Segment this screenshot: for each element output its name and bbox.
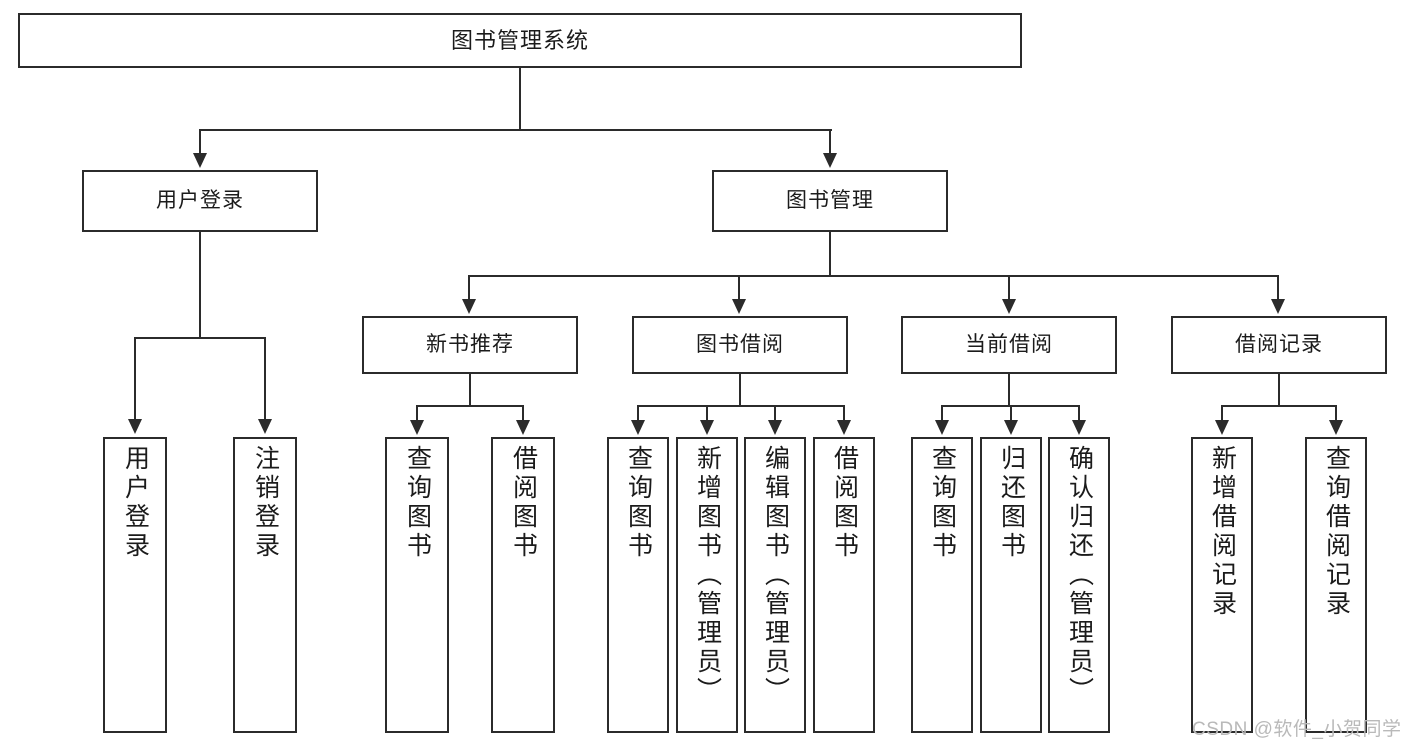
connector-user-login-stem bbox=[199, 232, 201, 338]
connector-current-borrow-child-3 bbox=[1078, 405, 1080, 422]
node-leaf-edit-book-label: 编辑图书（管理员） bbox=[761, 445, 790, 706]
arrowhead-leaf-borrow-book-2 bbox=[837, 420, 851, 435]
connector-book-borrow-stem bbox=[739, 374, 741, 406]
arrowhead-leaf-query-book-1 bbox=[410, 420, 424, 435]
connector-borrow-record-bus bbox=[1221, 405, 1337, 407]
arrowhead-leaf-borrow-book-1 bbox=[516, 420, 530, 435]
node-leaf-confirm-return[interactable]: 确认归还（管理员） bbox=[1048, 437, 1110, 733]
connector-book-borrow-child-2 bbox=[706, 405, 708, 422]
node-user-login[interactable]: 用户登录 bbox=[82, 170, 318, 232]
node-leaf-query-book-3-label: 查询图书 bbox=[928, 445, 957, 561]
node-borrow-record-label: 借阅记录 bbox=[1235, 332, 1323, 356]
connector-book-borrow-child-1 bbox=[637, 405, 639, 422]
arrowhead-leaf-return-book bbox=[1004, 420, 1018, 435]
node-current-borrow-label: 当前借阅 bbox=[965, 332, 1053, 356]
connector-new-book-recommend-child-2 bbox=[522, 405, 524, 422]
node-leaf-confirm-return-label: 确认归还（管理员） bbox=[1065, 445, 1094, 706]
node-leaf-user-login[interactable]: 用户登录 bbox=[103, 437, 167, 733]
node-leaf-logout-label: 注销登录 bbox=[251, 445, 280, 561]
arrowhead-new-book-recommend bbox=[462, 299, 476, 314]
arrowhead-leaf-add-record bbox=[1215, 420, 1229, 435]
node-leaf-query-book-1[interactable]: 查询图书 bbox=[385, 437, 449, 733]
connector-new-book-recommend-child-1 bbox=[416, 405, 418, 422]
node-leaf-return-book-label: 归还图书 bbox=[997, 445, 1026, 561]
node-root-label: 图书管理系统 bbox=[450, 27, 589, 53]
node-leaf-query-book-2-label: 查询图书 bbox=[624, 445, 653, 561]
connector-user-login-child-1 bbox=[134, 337, 136, 421]
arrowhead-borrow-record bbox=[1271, 299, 1285, 314]
node-leaf-edit-book[interactable]: 编辑图书（管理员） bbox=[744, 437, 806, 733]
node-borrow-record[interactable]: 借阅记录 bbox=[1171, 316, 1387, 374]
node-user-login-label: 用户登录 bbox=[156, 188, 244, 212]
connector-borrow-record-child-2 bbox=[1335, 405, 1337, 422]
node-book-manage-label: 图书管理 bbox=[786, 188, 874, 212]
connector-current-borrow-child-2 bbox=[1010, 405, 1012, 422]
connector-book-manage-child-1 bbox=[468, 275, 470, 302]
arrowhead-leaf-add-book bbox=[700, 420, 714, 435]
connector-root-stem bbox=[519, 68, 521, 130]
node-leaf-borrow-book-1[interactable]: 借阅图书 bbox=[491, 437, 555, 733]
node-leaf-query-record[interactable]: 查询借阅记录 bbox=[1305, 437, 1367, 733]
node-book-borrow-label: 图书借阅 bbox=[696, 332, 784, 356]
arrowhead-leaf-user-login bbox=[128, 419, 142, 434]
arrowhead-leaf-confirm-return bbox=[1072, 420, 1086, 435]
node-leaf-query-book-2[interactable]: 查询图书 bbox=[607, 437, 669, 733]
arrowhead-leaf-query-record bbox=[1329, 420, 1343, 435]
connector-borrow-record-child-1 bbox=[1221, 405, 1223, 422]
connector-borrow-record-stem bbox=[1278, 374, 1280, 406]
node-root[interactable]: 图书管理系统 bbox=[18, 13, 1022, 68]
connector-book-manage-child-2 bbox=[738, 275, 740, 302]
arrowhead-book-manage bbox=[823, 153, 837, 168]
connector-root-bus bbox=[199, 129, 832, 131]
connector-root-to-book-manage bbox=[829, 129, 831, 156]
node-leaf-query-record-label: 查询借阅记录 bbox=[1322, 445, 1351, 619]
arrowhead-book-borrow bbox=[732, 299, 746, 314]
connector-book-borrow-bus bbox=[637, 405, 845, 407]
connector-book-borrow-child-3 bbox=[774, 405, 776, 422]
connector-current-borrow-child-1 bbox=[941, 405, 943, 422]
node-leaf-return-book[interactable]: 归还图书 bbox=[980, 437, 1042, 733]
node-leaf-borrow-book-2-label: 借阅图书 bbox=[830, 445, 859, 561]
node-leaf-user-login-label: 用户登录 bbox=[121, 445, 150, 561]
node-leaf-borrow-book-1-label: 借阅图书 bbox=[509, 445, 538, 561]
node-new-book-recommend[interactable]: 新书推荐 bbox=[362, 316, 578, 374]
connector-book-manage-child-4 bbox=[1277, 275, 1279, 302]
connector-user-login-child-2 bbox=[264, 337, 266, 421]
node-book-borrow[interactable]: 图书借阅 bbox=[632, 316, 848, 374]
connector-book-manage-bus bbox=[468, 275, 1278, 277]
node-leaf-add-book[interactable]: 新增图书（管理员） bbox=[676, 437, 738, 733]
arrowhead-current-borrow bbox=[1002, 299, 1016, 314]
node-leaf-add-book-label: 新增图书（管理员） bbox=[693, 445, 722, 706]
connector-root-to-user-login bbox=[199, 129, 201, 156]
node-leaf-add-record[interactable]: 新增借阅记录 bbox=[1191, 437, 1253, 733]
node-book-manage[interactable]: 图书管理 bbox=[712, 170, 948, 232]
arrowhead-leaf-query-book-3 bbox=[935, 420, 949, 435]
connector-new-book-recommend-bus bbox=[416, 405, 524, 407]
node-new-book-recommend-label: 新书推荐 bbox=[426, 332, 514, 356]
connector-book-manage-child-3 bbox=[1008, 275, 1010, 302]
connector-book-manage-stem bbox=[829, 232, 831, 276]
node-leaf-query-book-3[interactable]: 查询图书 bbox=[911, 437, 973, 733]
connector-current-borrow-stem bbox=[1008, 374, 1010, 406]
connector-new-book-recommend-stem bbox=[469, 374, 471, 406]
node-current-borrow[interactable]: 当前借阅 bbox=[901, 316, 1117, 374]
connector-book-borrow-child-4 bbox=[843, 405, 845, 422]
arrowhead-leaf-logout bbox=[258, 419, 272, 434]
node-leaf-query-book-1-label: 查询图书 bbox=[403, 445, 432, 561]
node-leaf-logout[interactable]: 注销登录 bbox=[233, 437, 297, 733]
connector-user-login-bus bbox=[134, 337, 266, 339]
arrowhead-leaf-query-book-2 bbox=[631, 420, 645, 435]
arrowhead-user-login bbox=[193, 153, 207, 168]
node-leaf-borrow-book-2[interactable]: 借阅图书 bbox=[813, 437, 875, 733]
node-leaf-add-record-label: 新增借阅记录 bbox=[1208, 445, 1237, 619]
arrowhead-leaf-edit-book bbox=[768, 420, 782, 435]
